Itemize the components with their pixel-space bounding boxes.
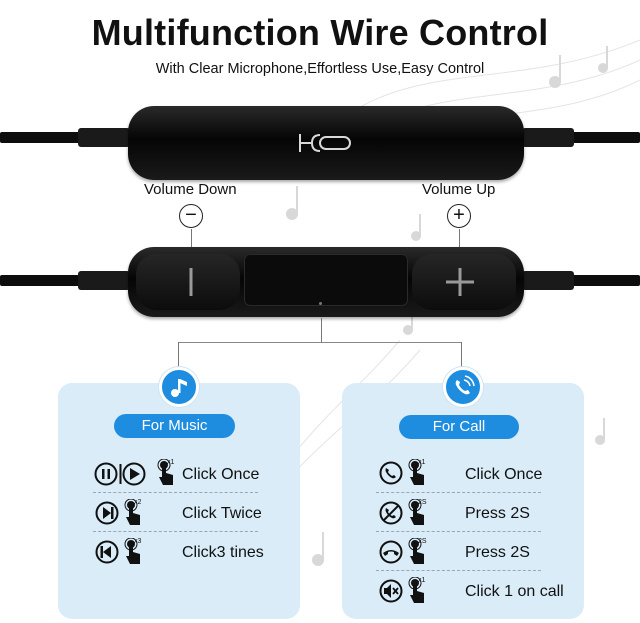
music-leader bbox=[178, 342, 179, 368]
minus-marking-icon bbox=[189, 268, 193, 296]
finger-press-icon bbox=[124, 538, 140, 564]
call-row-1-action: Click Once bbox=[465, 466, 543, 483]
finger-press-icon bbox=[408, 459, 424, 485]
volume-down-label: Volume Down bbox=[144, 181, 237, 198]
plus-marking-icon bbox=[446, 268, 474, 296]
call-row-3-action: Press 2S bbox=[465, 544, 530, 561]
volume-down-leader bbox=[191, 229, 192, 255]
page-title: Multifunction Wire Control bbox=[91, 12, 549, 53]
call-row-2-action: Press 2S bbox=[465, 505, 530, 522]
row-separator bbox=[93, 531, 258, 532]
remote-top-view bbox=[128, 106, 524, 180]
music-note-icon bbox=[159, 367, 199, 407]
previous-track-icon bbox=[95, 540, 119, 564]
music-row-1-action: Click Once bbox=[182, 466, 260, 483]
press-count-badge: x3 bbox=[134, 538, 142, 545]
play-pause-icon bbox=[94, 462, 146, 486]
finger-press-icon bbox=[408, 577, 424, 603]
press-count-badge: 2S bbox=[418, 499, 427, 506]
finger-press-icon bbox=[408, 538, 424, 564]
next-track-icon bbox=[95, 501, 119, 525]
mute-icon bbox=[379, 579, 403, 603]
volume-up-icon: + bbox=[447, 204, 471, 228]
press-count-badge: x1 bbox=[167, 459, 175, 466]
volume-down-button[interactable] bbox=[136, 254, 240, 310]
page-subtitle: With Clear Microphone,Effortless Use,Eas… bbox=[155, 61, 485, 77]
hang-up-icon bbox=[379, 540, 403, 564]
volume-down-icon: − bbox=[179, 204, 203, 228]
answer-call-icon bbox=[379, 461, 403, 485]
press-count-badge: 2S bbox=[418, 538, 427, 545]
cable-left-top bbox=[0, 132, 132, 143]
cable-collar-right-top bbox=[522, 128, 574, 147]
row-separator bbox=[376, 492, 541, 493]
music-panel-title: For Music bbox=[114, 414, 235, 438]
press-count-badge: x1 bbox=[418, 459, 426, 466]
finger-press-icon bbox=[408, 499, 424, 525]
call-leader bbox=[461, 342, 462, 368]
call-row-4-action: Click 1 on call bbox=[465, 583, 564, 600]
press-count-badge: x1 bbox=[418, 577, 426, 584]
volume-up-label: Volume Up bbox=[422, 181, 496, 198]
cable-collar-left-top bbox=[78, 128, 130, 147]
volume-up-leader bbox=[459, 229, 460, 255]
cable-right-bottom bbox=[520, 275, 640, 286]
music-row-3-action: Click3 tines bbox=[182, 544, 264, 561]
row-separator bbox=[376, 531, 541, 532]
reject-call-icon bbox=[379, 501, 403, 525]
press-count-badge: x2 bbox=[134, 499, 142, 506]
finger-press-icon bbox=[157, 459, 173, 485]
cable-collar-right-bottom bbox=[522, 271, 574, 290]
music-row-2-action: Click Twice bbox=[182, 505, 262, 522]
row-separator bbox=[93, 492, 258, 493]
cable-right-top bbox=[520, 132, 640, 143]
branch-line bbox=[178, 342, 461, 343]
call-panel-title: For Call bbox=[399, 415, 519, 439]
row-separator bbox=[376, 570, 541, 571]
phone-ring-icon bbox=[443, 367, 483, 407]
center-leader bbox=[321, 318, 322, 342]
cable-left-bottom bbox=[0, 275, 132, 286]
microphone-icon bbox=[299, 134, 351, 152]
cable-collar-left-bottom bbox=[78, 271, 130, 290]
center-control-button[interactable] bbox=[244, 254, 408, 306]
music-notes-decoration bbox=[286, 46, 608, 566]
finger-press-icon bbox=[124, 499, 140, 525]
microphone-hole bbox=[319, 302, 322, 305]
